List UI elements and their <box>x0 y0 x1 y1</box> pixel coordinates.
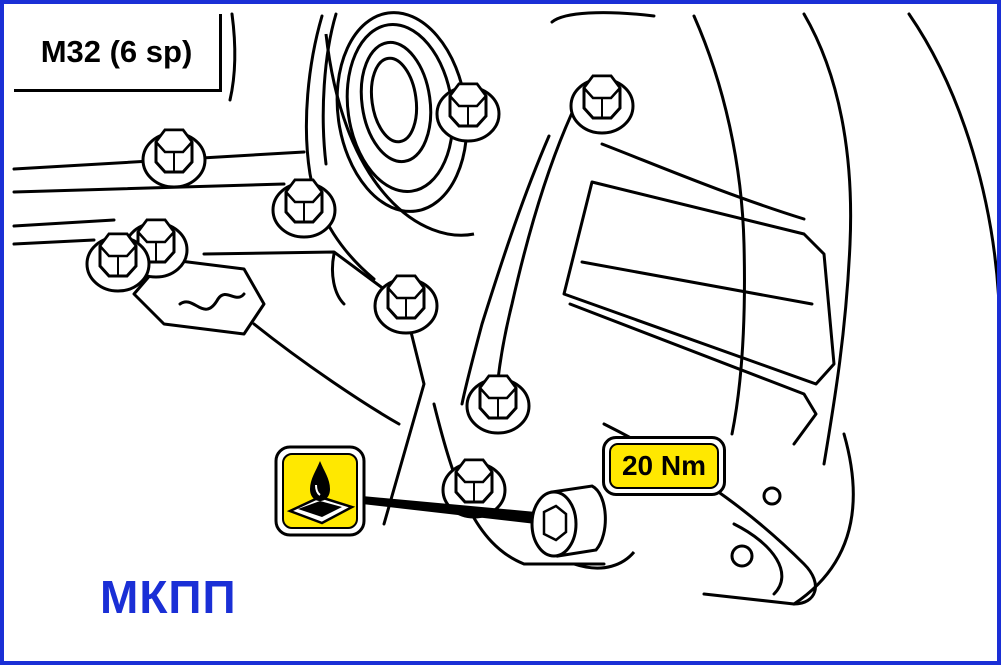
transmission-drawing <box>12 11 997 606</box>
torque-badge: 20 Nm <box>602 436 726 496</box>
model-label-box: M32 (6 sp) <box>14 14 222 92</box>
model-label: M32 (6 sp) <box>40 33 193 69</box>
caption-manual-transmission: МКПП <box>100 571 237 623</box>
torque-badge-inner: 20 Nm <box>609 443 719 489</box>
leader-line <box>362 496 536 524</box>
drain-plug-icon <box>530 484 782 570</box>
torque-label: 20 Nm <box>621 450 707 481</box>
oil-drop-icon <box>274 445 366 537</box>
